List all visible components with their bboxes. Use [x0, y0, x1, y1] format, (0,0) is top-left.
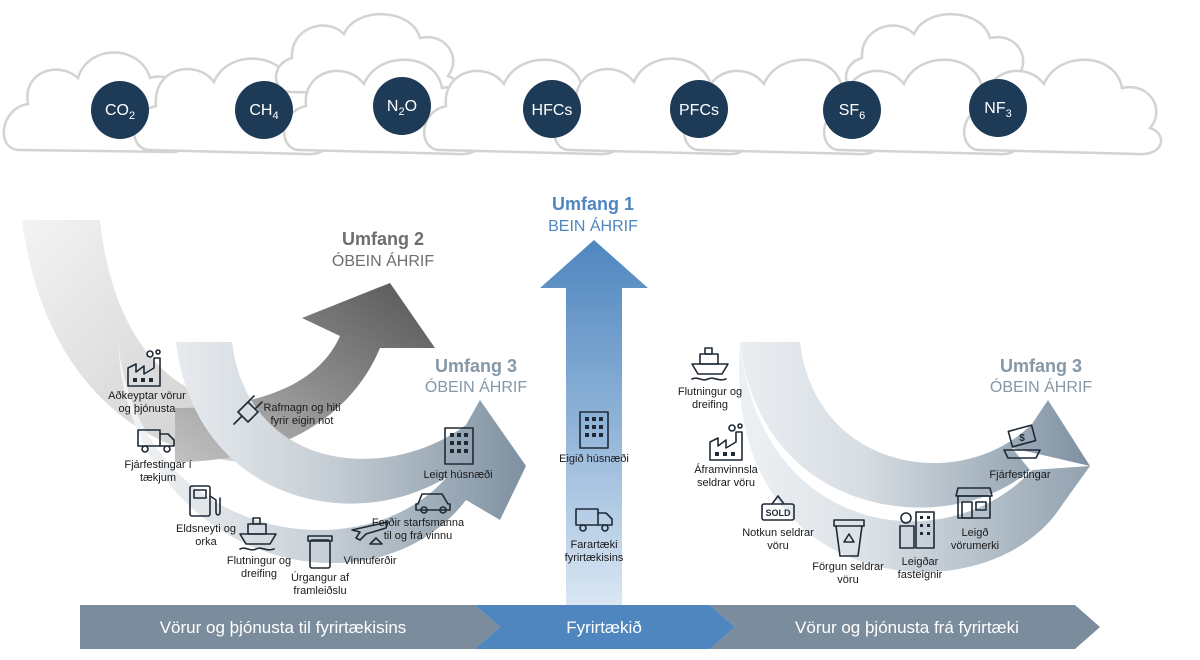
- svg-text:HFCs: HFCs: [532, 102, 573, 119]
- upstream-item-label: orka: [195, 536, 217, 548]
- car-icon: [415, 493, 451, 514]
- upstream-item-label: og þjónusta: [119, 403, 177, 415]
- scope3-right-title: Umfang 3: [1000, 356, 1082, 376]
- money-icon: $: [1003, 424, 1041, 459]
- svg-text:SOLD: SOLD: [765, 508, 791, 518]
- upstream-item-label: Eldsneyti og: [176, 523, 236, 535]
- downstream-item-label: seldrar vöru: [697, 477, 755, 489]
- truck-icon: [575, 508, 613, 532]
- gas-hfcs: HFCs: [523, 80, 581, 138]
- scope1-item-label: fyrirtækisins: [565, 552, 624, 564]
- scope1-item-label: Eigið húsnæði: [559, 453, 629, 465]
- sold-sign-icon: SOLD: [761, 495, 795, 521]
- upstream-item-label: dreifing: [241, 568, 277, 580]
- scope1-arrow: [540, 240, 648, 606]
- svg-text:$: $: [1019, 433, 1025, 444]
- upstream-item-label: Úrgangur af: [291, 571, 350, 584]
- scope1-item-label: Farartæki: [570, 539, 617, 551]
- downstream-item-label: Leigðar: [902, 556, 939, 568]
- downstream-item-label: Notkun seldrar: [742, 527, 814, 539]
- scope2-title: Umfang 2: [342, 229, 424, 249]
- gas-sf6: SF6: [823, 81, 881, 139]
- factory-icon: [709, 423, 743, 461]
- svg-text:CO2: CO2: [105, 102, 135, 122]
- recycle-bin-icon: [833, 519, 865, 557]
- svg-text:CH4: CH4: [249, 102, 278, 122]
- bottom-bar-company: [475, 605, 735, 649]
- upstream-item-label: Ferðir starfsmanna: [372, 517, 465, 529]
- bottom-bar-upstream-label: Vörur og þjónusta til fyrirtækisins: [160, 618, 407, 637]
- factory-icon: [127, 349, 161, 387]
- scope2-subtitle: ÓBEIN ÁHRIF: [332, 251, 434, 270]
- downstream-item-label: vöru: [837, 574, 858, 586]
- storefront-icon: [955, 487, 993, 519]
- downstream-item-label: Flutningur og: [678, 386, 742, 398]
- scope3-left-title: Umfang 3: [435, 356, 517, 376]
- gas-pfcs: PFCs: [670, 80, 728, 138]
- city-buildings-icon: [899, 511, 935, 549]
- truck-icon: [137, 429, 175, 453]
- upstream-item-label: tækjum: [140, 472, 176, 484]
- electric-plug-icon: [233, 395, 263, 425]
- upstream-item-label: Fjárfestingar í: [124, 459, 191, 471]
- fuel-pump-icon: [189, 485, 221, 517]
- svg-text:SF6: SF6: [839, 102, 866, 122]
- bottom-bar-company-label: Fyrirtækið: [566, 618, 642, 637]
- gas-nf3: NF3: [969, 79, 1027, 137]
- ship-icon: [691, 347, 729, 381]
- scope3-right-arrow: [680, 342, 1090, 508]
- svg-text:N2O: N2O: [387, 98, 417, 118]
- bottom-value-chain-bar: Vörur og þjónusta til fyrirtækisins Fyri…: [80, 605, 1100, 649]
- downstream-item-label: Áframvinnsla: [694, 463, 758, 476]
- upstream-item-label: framleiðslu: [293, 585, 346, 597]
- downstream-item-label: fasteignir: [898, 569, 943, 581]
- upstream-item-label: Vinnuferðir: [344, 555, 397, 567]
- upstream-item-label: til og frá vinnu: [384, 530, 452, 542]
- upstream-item-label: Leigt húsnæði: [423, 469, 492, 481]
- upstream-item-label: Aðkeyptar vörur: [108, 390, 186, 402]
- upstream-backdrop-arc: [22, 220, 240, 462]
- downstream-item-label: vörumerki: [951, 540, 999, 552]
- downstream-item-label: Leigð: [962, 527, 989, 539]
- scope2-item-label: fyrir eigin not: [271, 415, 334, 427]
- scope3-right-arrow-outer: [680, 342, 1090, 572]
- downstream-item-label: Fjárfestingar: [989, 469, 1050, 481]
- svg-text:NF3: NF3: [984, 100, 1011, 120]
- building-icon: [444, 427, 474, 465]
- bottom-bar-downstream-label: Vörur og þjónusta frá fyrirtæki: [795, 618, 1019, 637]
- gas-co2: CO2: [91, 81, 149, 139]
- scope3-left-subtitle: ÓBEIN ÁHRIF: [425, 377, 527, 396]
- gas-n2o: N2O: [373, 77, 431, 135]
- gas-ch4: CH4: [235, 81, 293, 139]
- scope3-right-subtitle: ÓBEIN ÁHRIF: [990, 377, 1092, 396]
- upstream-item-label: Flutningur og: [227, 555, 291, 567]
- scope1-subtitle: BEIN ÁHRIF: [548, 216, 638, 235]
- downstream-item-label: Förgun seldrar: [812, 561, 884, 573]
- downstream-item-label: dreifing: [692, 399, 728, 411]
- bottom-bar-downstream: [710, 605, 1100, 649]
- scope2-item-label: Rafmagn og hiti: [263, 402, 340, 414]
- trash-bin-icon: [307, 535, 333, 569]
- svg-text:PFCs: PFCs: [679, 102, 719, 119]
- scope1-title: Umfang 1: [552, 194, 634, 214]
- downstream-item-label: vöru: [767, 540, 788, 552]
- ship-icon: [239, 517, 277, 551]
- building-icon: [579, 411, 609, 449]
- plane-icon: [351, 521, 389, 545]
- bottom-bar-upstream: [80, 605, 500, 649]
